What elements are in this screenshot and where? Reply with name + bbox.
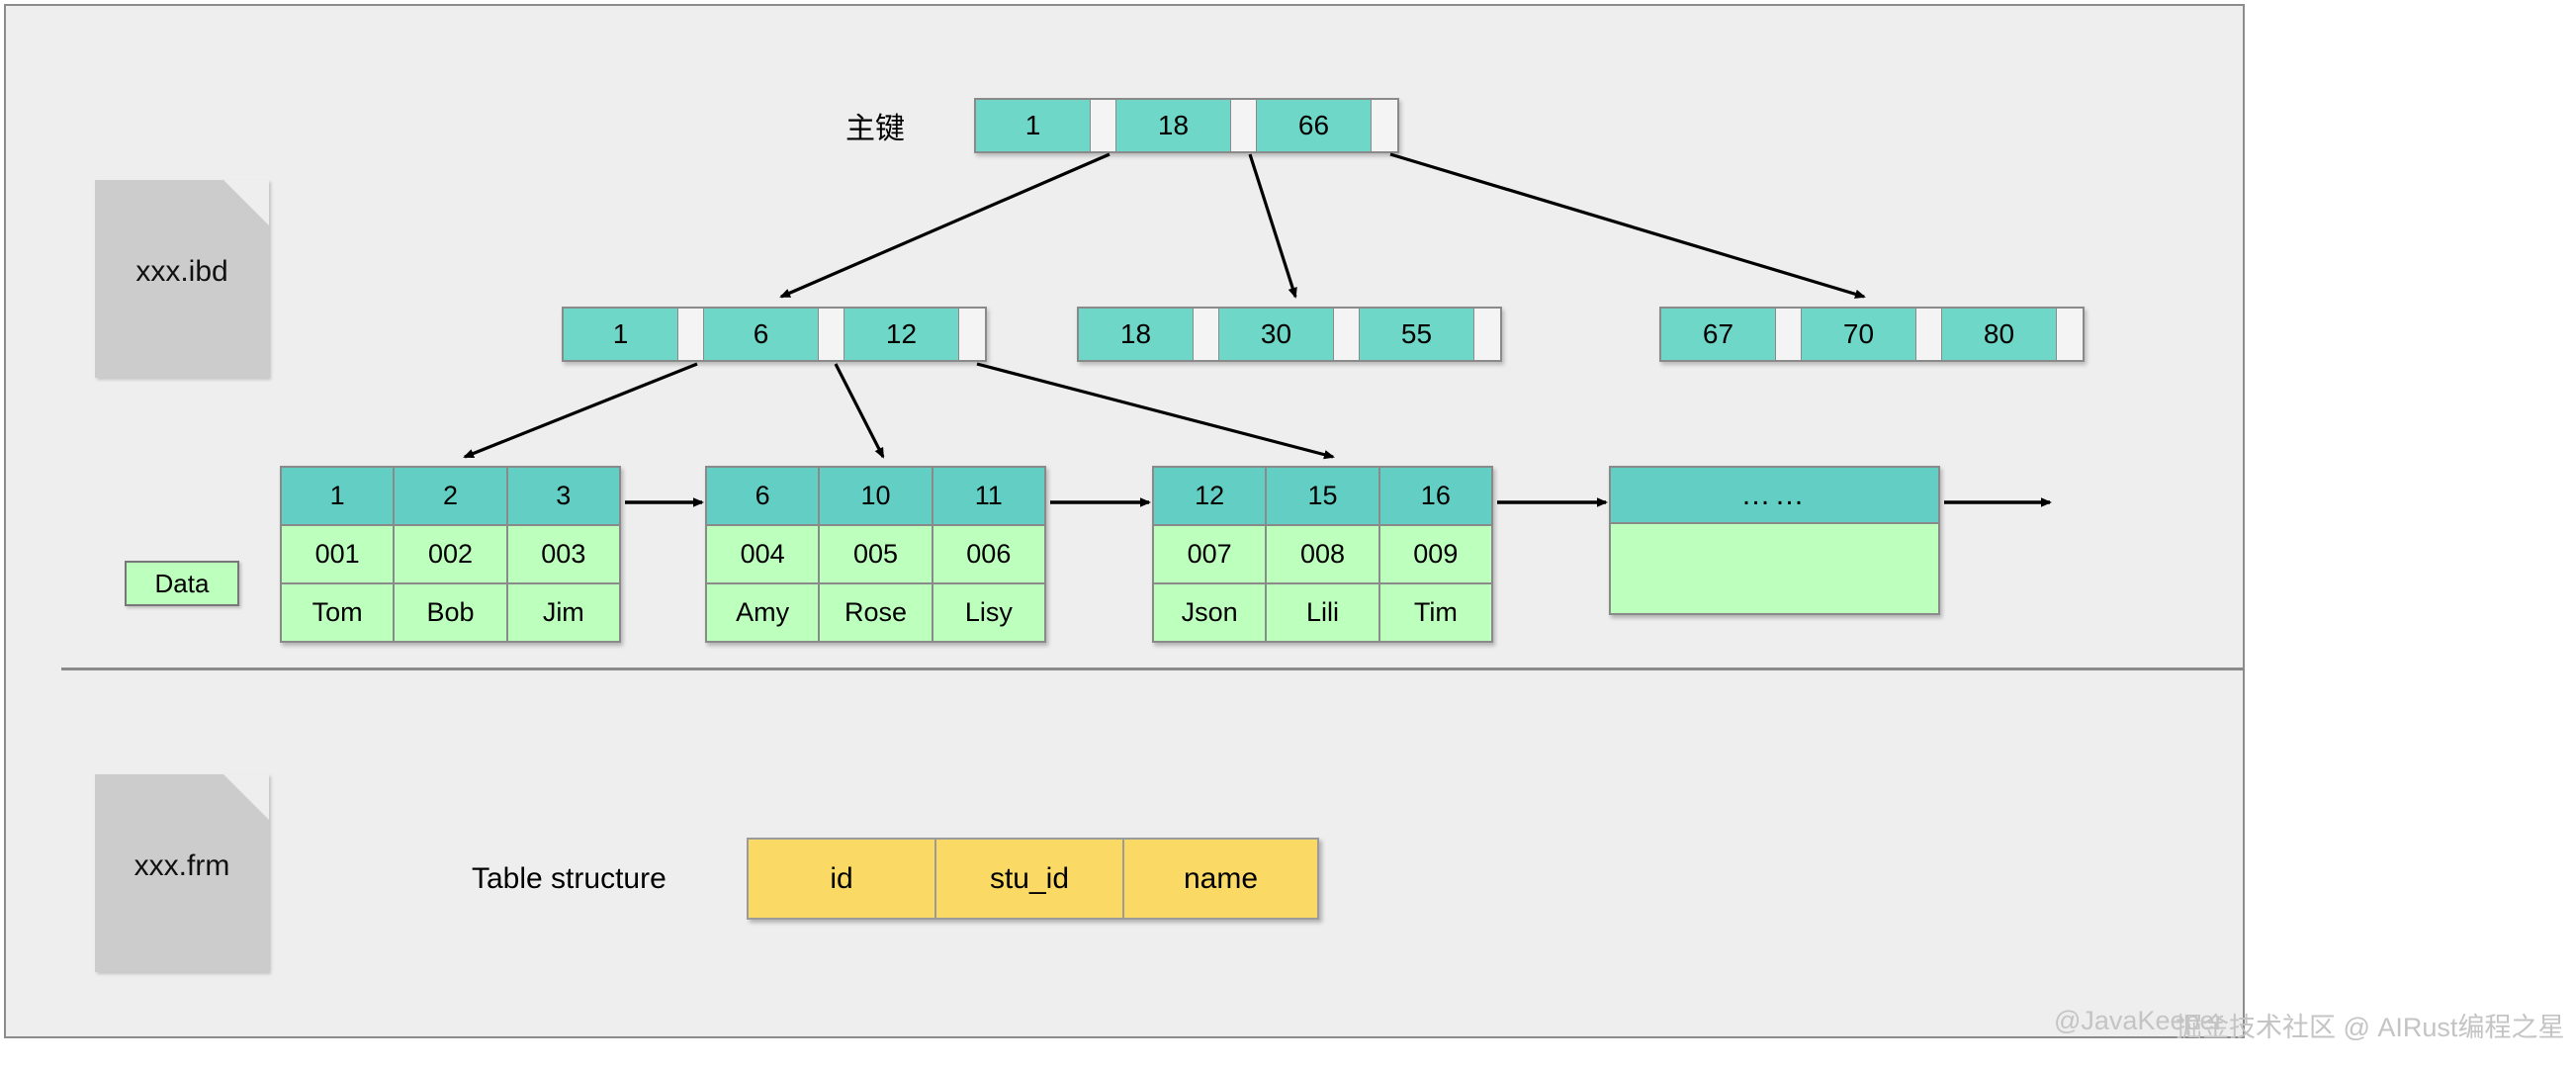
leaf-name-row: Amy Rose Lisy	[707, 582, 1044, 641]
leaf-stuid-cell: 005	[820, 526, 933, 582]
table-column-id: id	[749, 840, 936, 918]
internal-pointer-cell	[2057, 309, 2083, 360]
leaf-name-cell: Rose	[820, 584, 933, 641]
file-icon-frm: xxx.frm	[95, 774, 269, 972]
internal-pointer-cell	[1916, 309, 1942, 360]
leaf-stuid-row: 004 005 006	[707, 524, 1044, 582]
internal-key-cell: 18	[1079, 309, 1194, 360]
table-column-name: name	[1124, 840, 1317, 918]
btree-leaf-node-3: 12 15 16 007 008 009 Json Lili Tim	[1152, 466, 1493, 643]
internal-pointer-cell	[959, 309, 985, 360]
btree-leaf-node-1: 1 2 3 001 002 003 Tom Bob Jim	[280, 466, 621, 643]
internal-pointer-cell	[1334, 309, 1360, 360]
file-fold-corner-icon	[223, 180, 269, 225]
leaf-key-cell: 11	[933, 468, 1044, 524]
btree-root-node: 1 18 66	[974, 98, 1399, 153]
internal-key-cell: 80	[1942, 309, 2057, 360]
file-icon-ibd: xxx.ibd	[95, 180, 269, 378]
internal-pointer-cell	[678, 309, 704, 360]
internal-key-cell: 70	[1802, 309, 1916, 360]
internal-pointer-cell	[1194, 309, 1219, 360]
leaf-stuid-cell: 002	[395, 526, 508, 582]
root-key-cell: 66	[1257, 100, 1372, 151]
leaf-stuid-cell: 008	[1267, 526, 1380, 582]
internal-key-cell: 6	[704, 309, 819, 360]
leaf-name-cell: Amy	[707, 584, 821, 641]
leaf-key-cell: 1	[282, 468, 396, 524]
leaf-stuid-row: 007 008 009	[1154, 524, 1491, 582]
leaf-stuid-cell: 009	[1379, 526, 1491, 582]
internal-key-cell: 12	[844, 309, 959, 360]
table-column-stu-id: stu_id	[936, 840, 1124, 918]
file-name-frm: xxx.frm	[133, 849, 230, 882]
btree-internal-node-3: 67 70 80	[1659, 307, 2085, 362]
internal-key-cell: 30	[1219, 309, 1334, 360]
leaf-stuid-row: 001 002 003	[282, 524, 619, 582]
leaf-name-cell: Json	[1154, 584, 1268, 641]
leaf-name-cell: Bob	[395, 584, 508, 641]
leaf-key-row: 12 15 16	[1154, 468, 1491, 524]
btree-internal-node-2: 18 30 55	[1077, 307, 1502, 362]
internal-pointer-cell	[1776, 309, 1802, 360]
leaf-stuid-cell: 006	[933, 526, 1044, 582]
leaf-ellipsis-body	[1611, 524, 1938, 613]
leaf-key-cell: 16	[1379, 468, 1491, 524]
file-fold-corner-icon	[223, 774, 269, 820]
leaf-key-cell: 3	[507, 468, 619, 524]
internal-key-cell: 55	[1360, 309, 1474, 360]
leaf-key-cell: 6	[707, 468, 821, 524]
leaf-key-row: 1 2 3	[282, 468, 619, 524]
root-pointer-cell	[1091, 100, 1116, 151]
table-structure-row: id stu_id name	[747, 838, 1319, 920]
internal-key-cell: 1	[564, 309, 678, 360]
btree-leaf-node-ellipsis: ……	[1609, 466, 1940, 615]
leaf-key-cell: 2	[395, 468, 508, 524]
leaf-stuid-cell: 003	[507, 526, 619, 582]
primary-key-label: 主键	[845, 113, 905, 145]
table-structure-label: Table structure	[472, 862, 666, 895]
root-key-cell: 1	[976, 100, 1091, 151]
section-divider	[61, 668, 2244, 670]
root-pointer-cell	[1372, 100, 1397, 151]
file-name-ibd: xxx.ibd	[135, 255, 228, 288]
leaf-name-cell: Tom	[282, 584, 396, 641]
leaf-stuid-cell: 004	[707, 526, 821, 582]
leaf-name-row: Tom Bob Jim	[282, 582, 619, 641]
data-badge: Data	[125, 561, 239, 606]
leaf-name-cell: Lisy	[933, 584, 1044, 641]
leaf-key-cell: 12	[1154, 468, 1268, 524]
leaf-stuid-cell: 001	[282, 526, 396, 582]
leaf-name-row: Json Lili Tim	[1154, 582, 1491, 641]
leaf-key-row: 6 10 11	[707, 468, 1044, 524]
leaf-key-cell: 15	[1267, 468, 1380, 524]
leaf-key-cell: 10	[820, 468, 933, 524]
internal-pointer-cell	[1474, 309, 1500, 360]
leaf-name-cell: Tim	[1379, 584, 1491, 641]
leaf-ellipsis-label: ……	[1611, 468, 1938, 524]
leaf-stuid-cell: 007	[1154, 526, 1268, 582]
internal-key-cell: 67	[1661, 309, 1776, 360]
internal-pointer-cell	[819, 309, 844, 360]
btree-leaf-node-2: 6 10 11 004 005 006 Amy Rose Lisy	[705, 466, 1046, 643]
leaf-name-cell: Lili	[1267, 584, 1380, 641]
root-pointer-cell	[1231, 100, 1257, 151]
btree-internal-node-1: 1 6 12	[562, 307, 987, 362]
root-key-cell: 18	[1116, 100, 1231, 151]
watermark-site: 掘金技术社区 @ AIRust编程之星	[2176, 1013, 2565, 1042]
watermark-author: @JavaKeeper	[2054, 1006, 2224, 1035]
leaf-name-cell: Jim	[507, 584, 619, 641]
